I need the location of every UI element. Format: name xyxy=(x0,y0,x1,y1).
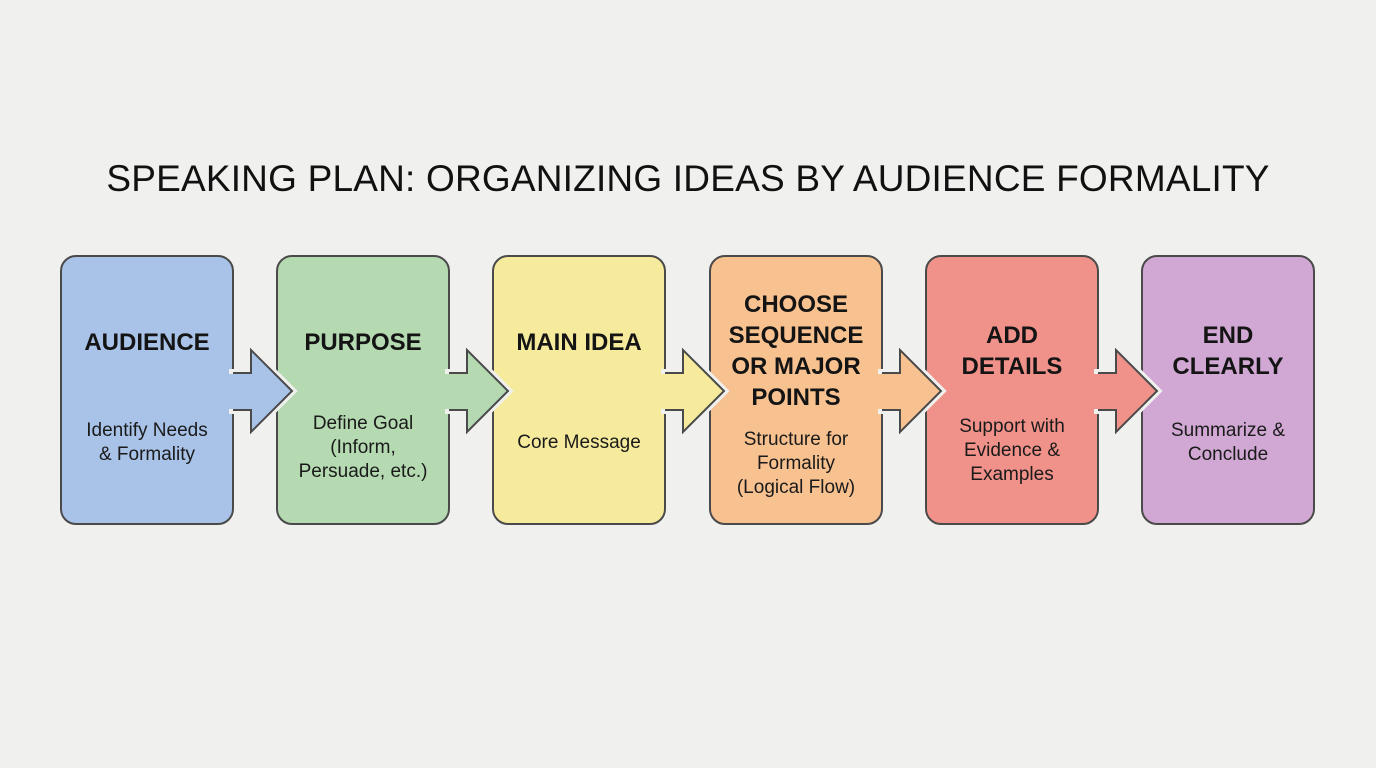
step-detail: Define Goal (Inform, Persuade, etc.) xyxy=(298,413,428,482)
step-audience: AUDIENCE Identify Needs & Formality xyxy=(60,255,234,525)
step-heading: ADD DETAILS xyxy=(961,322,1063,380)
step-heading: AUDIENCE xyxy=(84,329,210,356)
step-choose-sequence: CHOOSE SEQUENCE OR MAJOR POINTS Structur… xyxy=(709,255,883,525)
step-main-idea: MAIN IDEA Core Message xyxy=(492,255,666,525)
step-heading: CHOOSE SEQUENCE OR MAJOR POINTS xyxy=(728,291,864,411)
step-add-details: ADD DETAILS Support with Evidence & Exam… xyxy=(925,255,1099,525)
step-purpose: PURPOSE Define Goal (Inform, Persuade, e… xyxy=(276,255,450,525)
step-detail: Core Message xyxy=(517,432,641,453)
step-end-clearly: END CLEARLY Summarize & Conclude xyxy=(1141,255,1315,525)
step-heading: PURPOSE xyxy=(304,329,422,356)
diagram-title: SPEAKING PLAN: ORGANIZING IDEAS BY AUDIE… xyxy=(106,158,1270,199)
step-detail: Summarize & Conclude xyxy=(1170,420,1286,465)
step-heading: MAIN IDEA xyxy=(516,329,642,356)
step-heading: END CLEARLY xyxy=(1172,322,1284,380)
step-detail: Structure for Formality (Logical Flow) xyxy=(736,429,856,498)
step-detail: Identify Needs & Formality xyxy=(86,420,208,465)
step-detail: Support with Evidence & Examples xyxy=(959,416,1065,485)
